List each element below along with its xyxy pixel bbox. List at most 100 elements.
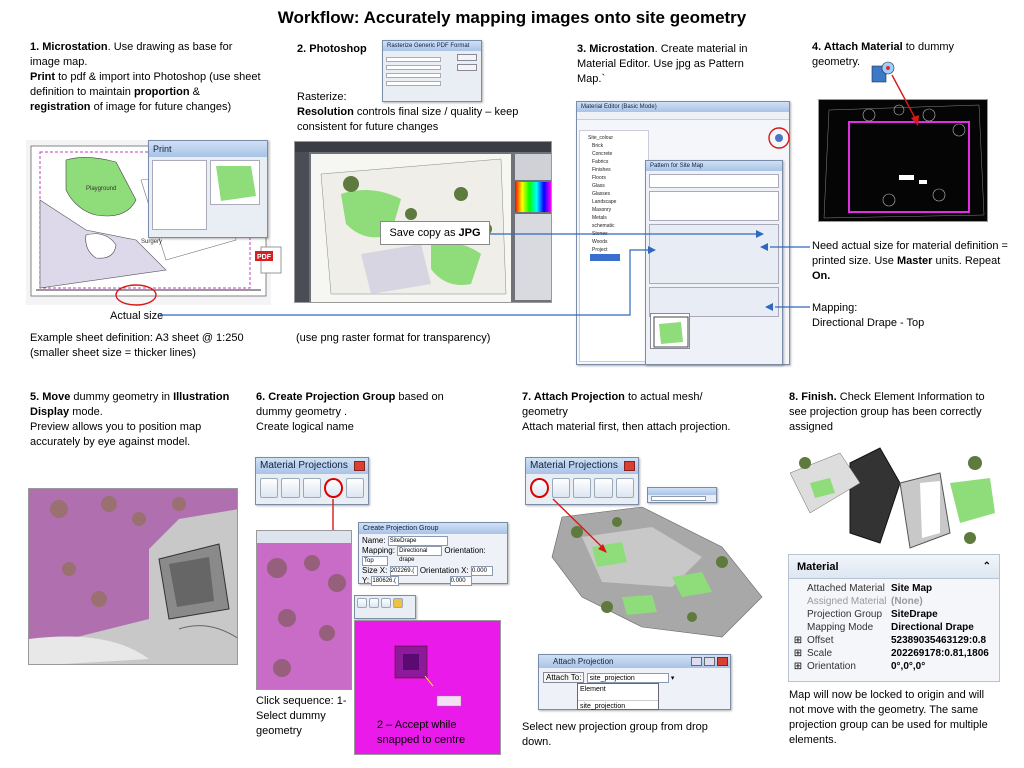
step3-size-note: Need actual size for material definition…: [812, 240, 1008, 282]
edit-projection-icon[interactable]: [551, 478, 570, 498]
close-icon[interactable]: [624, 461, 635, 471]
orientation-x-field[interactable]: 0.000: [470, 566, 493, 577]
attach-material-icon[interactable]: [870, 60, 896, 86]
save-copy-label: Save copy as JPG: [380, 221, 490, 245]
step4-red-arrow: [891, 74, 919, 126]
pattern-dialog: Pattern for Site Map: [645, 160, 783, 365]
step7-red-arrow: [552, 498, 607, 553]
step7-select-note: Select new projection group from drop do…: [522, 721, 708, 748]
svg-text:Playground: Playground: [86, 186, 116, 192]
chevron-up-icon[interactable]: ⌃: [982, 561, 991, 572]
info-row: Assigned Material(None): [807, 596, 923, 607]
step7-text: 7. Attach Projection to actual mesh/ geo…: [522, 391, 731, 433]
step1-drawing: Playground Surgery Print: [26, 140, 271, 305]
svg-text:Concrete: Concrete: [592, 151, 613, 157]
svg-text:Brick: Brick: [592, 143, 604, 149]
minimize-button[interactable]: [691, 657, 702, 666]
pattern-preview: [650, 313, 690, 349]
svg-text:PDF: PDF: [257, 254, 272, 261]
svg-text:Woods: Woods: [592, 239, 608, 245]
actual-size-highlight: [115, 284, 157, 306]
step5-text: 5. Move dummy geometry in Illustration D…: [30, 391, 230, 448]
close-icon[interactable]: [717, 657, 728, 666]
svg-text:Site_colour: Site_colour: [588, 135, 613, 141]
step7-mesh-view: [522, 487, 767, 652]
print-preview-thumbnail: [210, 160, 260, 205]
create-projection-group-icon[interactable]: [324, 478, 343, 498]
attach-to-select[interactable]: site_projection: [586, 673, 669, 683]
size-y-field[interactable]: 180626.(: [371, 576, 400, 587]
attach-projection-icon[interactable]: [530, 478, 549, 498]
create-projection-group-icon[interactable]: [594, 478, 613, 498]
projection-dropdown-list: Element site_projection: [577, 683, 659, 710]
attach-projection-mini-dialog: [647, 487, 717, 503]
small-tool-icon[interactable]: [393, 598, 403, 608]
png-note: (use png raster format for transparency): [296, 332, 491, 344]
step8-text: 8. Finish. Check Element Information to …: [789, 391, 985, 433]
orientation-select[interactable]: Top: [362, 556, 388, 567]
svg-text:Finishes: Finishes: [592, 167, 611, 173]
material-projections-toolbar-7: Material Projections: [525, 457, 639, 505]
svg-text:Fabrics: Fabrics: [592, 159, 609, 165]
maximize-button[interactable]: [704, 657, 715, 666]
step5-viewport: [28, 488, 238, 665]
step3-mapping-note: Mapping: Directional Drape - Top: [812, 302, 925, 329]
size-x-field[interactable]: 202269.(: [389, 566, 418, 577]
svg-text:Surgery: Surgery: [141, 239, 162, 245]
dropdown-option-site-projection[interactable]: site_projection: [578, 700, 658, 713]
projection-name-field[interactable]: SiteDrape: [387, 536, 448, 546]
step6-magenta-view: [354, 620, 501, 755]
step1-text: 1. Microstation. Use drawing as base for…: [30, 41, 261, 113]
ok-button[interactable]: [457, 54, 477, 61]
step4-heading: 4. Attach Material to dummy geometry.: [812, 41, 955, 68]
define-projection-icon[interactable]: [260, 478, 279, 498]
mapping-select[interactable]: Directional drape: [397, 546, 443, 563]
step1-heading: 1. Microstation: [30, 41, 108, 53]
material-projections-toolbar-6: Material Projections: [255, 457, 369, 505]
actual-size-label: Actual size: [110, 310, 164, 322]
delete-projection-icon[interactable]: [615, 478, 634, 498]
attach-projection-dialog: Attach Projection Attach To: site_projec…: [538, 654, 731, 710]
svg-text:Project: Project: [592, 247, 608, 253]
svg-text:Masonry: Masonry: [592, 207, 612, 213]
step6-viewport: [256, 530, 352, 690]
expand-icon[interactable]: ⊞: [793, 661, 803, 672]
expand-icon[interactable]: ⊞: [793, 635, 803, 646]
delete-projection-icon[interactable]: [345, 478, 364, 498]
create-projection-group-dialog: Create Projection Group Name: SiteDrape …: [358, 522, 508, 587]
material-projections-toolbar-small: [354, 595, 416, 619]
svg-text:Landscape: Landscape: [592, 199, 617, 205]
step3-heading: 3. Microstation. Create material in Mate…: [577, 43, 748, 85]
dropdown-option-element[interactable]: Element: [580, 686, 606, 693]
accept-note: 2 – Accept while snapped to centre: [377, 719, 466, 746]
small-tool-icon[interactable]: [369, 598, 379, 608]
edit-projection-icon[interactable]: [281, 478, 300, 498]
color-swatches: [515, 182, 551, 212]
sheet-example-text: Example sheet definition: A3 sheet @ 1:2…: [30, 332, 244, 359]
chevron-down-icon[interactable]: ▾: [670, 675, 675, 683]
orientation-y-field[interactable]: 0.000: [449, 576, 472, 587]
svg-text:Floors: Floors: [592, 175, 606, 181]
move-projection-icon[interactable]: [572, 478, 592, 498]
svg-text:Metals: Metals: [592, 215, 607, 221]
step3-arrows: [490, 230, 810, 311]
material-panel-header: Material ⌃: [789, 555, 999, 579]
rasterize-dialog: Rasterize Generic PDF Format: [382, 40, 482, 102]
close-icon[interactable]: [354, 461, 365, 471]
step4-viewport: [818, 99, 988, 222]
page-title: Workflow: Accurately mapping images onto…: [277, 8, 747, 27]
small-tool-icon[interactable]: [357, 598, 367, 608]
expand-icon[interactable]: ⊞: [793, 648, 803, 659]
pdf-icon: PDF: [255, 245, 285, 277]
click-sequence-note: Click sequence: 1-Select dummy geometry: [256, 695, 347, 737]
move-projection-icon[interactable]: [302, 478, 322, 498]
cancel-button[interactable]: [457, 64, 477, 71]
step6-text: 6. Create Projection Group based on dumm…: [256, 391, 444, 433]
small-tool-icon[interactable]: [381, 598, 391, 608]
